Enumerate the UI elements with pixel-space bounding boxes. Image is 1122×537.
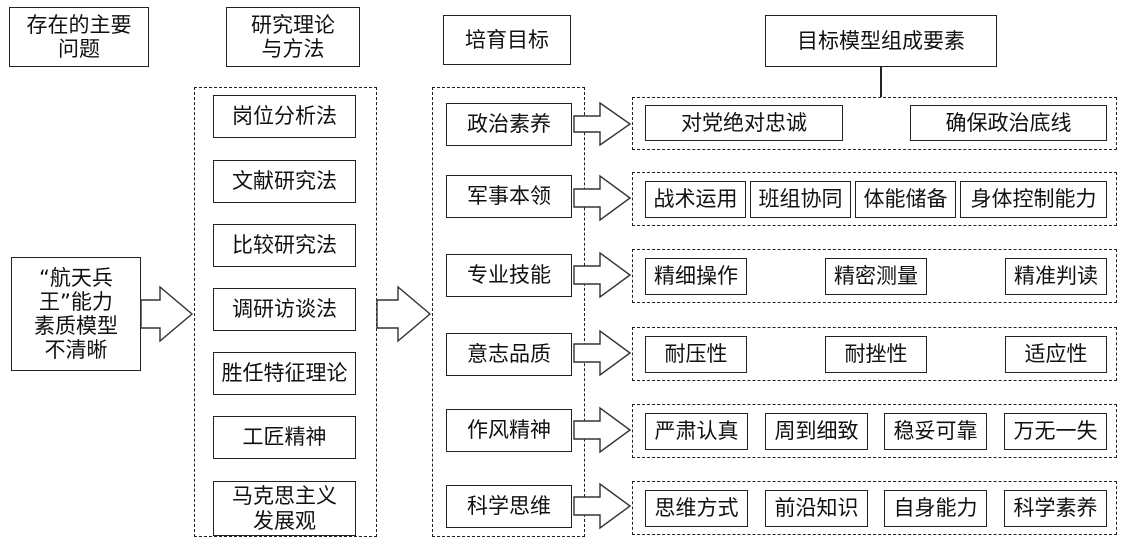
elements-group-political bbox=[632, 97, 1117, 150]
element-box: 万无一失 bbox=[1004, 413, 1107, 450]
method-box: 比较研究法 bbox=[213, 224, 356, 267]
arrow-goal-military bbox=[573, 174, 632, 222]
element-box: 战术运用 bbox=[645, 181, 746, 218]
goal-box: 军事本领 bbox=[446, 175, 572, 218]
goal-box: 意志品质 bbox=[446, 333, 572, 376]
element-box: 前沿知识 bbox=[765, 490, 868, 527]
element-box: 精密测量 bbox=[825, 258, 927, 295]
method-box: 调研访谈法 bbox=[213, 288, 356, 331]
arrow-goal-will bbox=[573, 329, 632, 377]
element-box: 适应性 bbox=[1005, 336, 1107, 373]
element-box: 精准判读 bbox=[1005, 258, 1107, 295]
element-box: 耐压性 bbox=[645, 336, 747, 373]
element-box: 身体控制能力 bbox=[960, 181, 1107, 218]
arrow-goal-style bbox=[573, 406, 632, 454]
element-box: 自身能力 bbox=[884, 490, 987, 527]
method-box: 胜任特征理论 bbox=[213, 352, 356, 395]
goal-box: 政治素养 bbox=[446, 103, 572, 146]
arrow-goal-science bbox=[573, 482, 632, 530]
element-box: 确保政治底线 bbox=[910, 105, 1107, 141]
method-box: 工匠精神 bbox=[213, 416, 356, 459]
element-box: 严肃认真 bbox=[645, 413, 748, 450]
element-box: 耐挫性 bbox=[825, 336, 927, 373]
goal-box: 专业技能 bbox=[446, 254, 572, 297]
element-box: 思维方式 bbox=[645, 490, 748, 527]
elements-group-military bbox=[632, 172, 1117, 226]
arrow-goal-political bbox=[573, 101, 632, 147]
elements-group-science bbox=[632, 481, 1117, 535]
goal-box: 作风精神 bbox=[446, 409, 572, 452]
element-box: 班组协同 bbox=[750, 181, 851, 218]
element-box: 精细操作 bbox=[645, 258, 747, 295]
header-goal: 培育目标 bbox=[443, 15, 571, 65]
element-box: 体能储备 bbox=[855, 181, 956, 218]
goal-box: 科学思维 bbox=[446, 485, 572, 528]
element-box: 周到细致 bbox=[765, 413, 868, 450]
arrow-problem-to-methods bbox=[140, 285, 194, 343]
header-theory: 研究理论 与方法 bbox=[226, 7, 360, 67]
header-elements: 目标模型组成要素 bbox=[765, 15, 997, 67]
element-box: 科学素养 bbox=[1004, 490, 1107, 527]
elements-group-style bbox=[632, 404, 1117, 458]
element-box: 对党绝对忠诚 bbox=[645, 105, 843, 141]
element-box: 稳妥可靠 bbox=[884, 413, 987, 450]
arrow-goal-professional bbox=[573, 251, 632, 299]
method-box: 岗位分析法 bbox=[213, 95, 356, 138]
elements-group-will bbox=[632, 327, 1117, 381]
header-problems: 存在的主要 问题 bbox=[9, 7, 149, 67]
arrow-methods-to-goals bbox=[376, 285, 432, 343]
method-box: 文献研究法 bbox=[213, 160, 356, 203]
method-box: 马克思主义 发展观 bbox=[213, 481, 356, 536]
elements-group-professional bbox=[632, 249, 1117, 303]
